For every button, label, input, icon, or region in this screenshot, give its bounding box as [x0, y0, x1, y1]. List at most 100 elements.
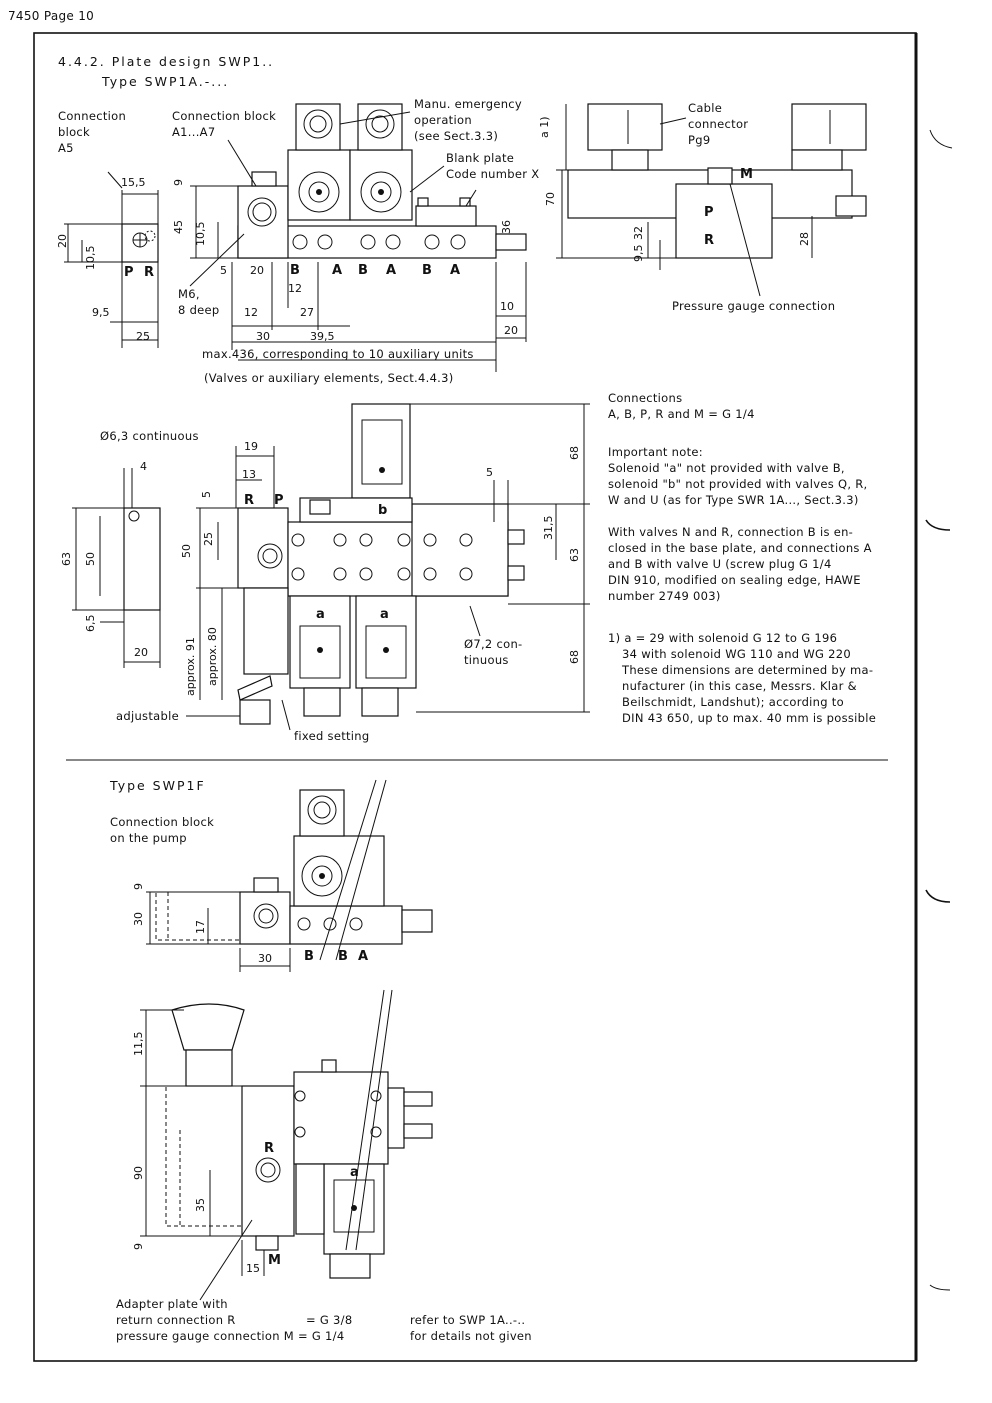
middle-plan-view	[186, 403, 590, 731]
refer-label: refer to SWP 1A..-.. for details not giv…	[410, 1313, 532, 1343]
dim-35: 35	[194, 1198, 207, 1212]
dim-5m: 5	[200, 491, 213, 498]
port-p: P	[124, 265, 134, 280]
dim-approx-91: approx. 91	[184, 637, 197, 696]
port-b3: B	[422, 263, 432, 278]
phi72-label: Ø7,2 con- tinuous	[464, 637, 523, 667]
dim-39-5: 39,5	[310, 330, 335, 343]
solenoid-a-f: a	[350, 1165, 359, 1180]
port-b1: B	[290, 263, 300, 278]
dimension-labels: 15,5 20 10,5 9,5 25 9 45 10,5 5 20 12 12…	[56, 116, 811, 1275]
footnote-body: 34 with solenoid WG 110 and WG 220 These…	[622, 647, 877, 725]
type-f-label: Type SWP1F	[110, 778, 206, 793]
dim-30f: 30	[132, 912, 145, 926]
dim-63: 63	[60, 552, 73, 566]
punch-mark	[929, 1284, 951, 1291]
dim-19: 19	[244, 440, 258, 453]
dim-20: 20	[56, 234, 69, 248]
port-p-side: P	[704, 205, 714, 220]
dim-10-5b: 10,5	[194, 222, 207, 247]
port-r: R	[144, 265, 154, 280]
swp1f-front-view	[146, 779, 433, 972]
dim-25: 25	[136, 330, 150, 343]
dim-30fb: 30	[258, 952, 272, 965]
port-m-f: M	[268, 1253, 281, 1268]
cable-connector-label: Cable connector Pg9	[688, 101, 749, 147]
dim-11-5: 11,5	[132, 1032, 145, 1057]
dim-31-5: 31,5	[542, 516, 555, 541]
dim-9-5b: 9,5	[632, 245, 645, 263]
dim-12b: 12	[244, 306, 258, 319]
port-a2: A	[386, 263, 396, 278]
dim-approx-80: approx. 80	[206, 627, 219, 686]
middle-side-block	[72, 468, 161, 668]
port-r-mid: R	[244, 493, 254, 508]
manu-emergency-label: Manu. emergency operation (see Sect.3.3)	[414, 97, 523, 143]
dim-10-5: 10,5	[84, 246, 97, 271]
dim-15-5: 15,5	[121, 176, 146, 189]
dim-13: 13	[242, 468, 256, 481]
g38-label: = G 3/8	[306, 1313, 353, 1327]
dim-50: 50	[84, 552, 97, 566]
type-a-label: Type SWP1A.-...	[102, 74, 230, 89]
adjustable-label: adjustable	[116, 709, 179, 723]
dim-12: 12	[288, 282, 302, 295]
dim-90: 90	[132, 1166, 145, 1180]
solenoid-b: b	[378, 503, 387, 518]
fixed-setting-label: fixed setting	[294, 729, 370, 743]
swp1f-side-view	[140, 989, 433, 1301]
valves-aux-label: (Valves or auxiliary elements, Sect.4.4.…	[204, 371, 454, 385]
port-p-mid: P	[274, 493, 284, 508]
dim-28: 28	[798, 232, 811, 246]
dim-6-5: 6,5	[84, 615, 97, 633]
dim-68m: 68	[568, 650, 581, 664]
port-labels: P R B A B A B A M P R R P b a a B B A R …	[124, 167, 753, 1268]
dim-10: 10	[500, 300, 514, 313]
dim-32: 32	[632, 226, 645, 240]
dim-4: 4	[140, 460, 147, 473]
valves-nr-note: With valves N and R, connection B is en-…	[608, 525, 872, 603]
blank-plate-label: Blank plate Code number X	[446, 151, 540, 181]
conn-block-a5-label: Connection block A5	[58, 109, 127, 155]
dim-9-5: 9,5	[92, 306, 110, 319]
dim-9f: 9	[132, 883, 145, 890]
conn-pump-label: Connection block on the pump	[110, 815, 215, 845]
conn-block-a17-label: Connection block A1...A7	[172, 109, 277, 139]
page-label: 7450 Page 10	[8, 9, 95, 23]
dim-15: 15	[246, 1262, 260, 1275]
dim-63m: 63	[568, 548, 581, 562]
port-m: M	[740, 167, 753, 182]
dim-5: 5	[220, 264, 227, 277]
port-b-f1: B	[304, 949, 314, 964]
dim-45: 45	[172, 220, 185, 234]
dim-50m: 50	[180, 544, 193, 558]
dim-70: 70	[544, 192, 557, 206]
port-a1: A	[332, 263, 342, 278]
solenoid-a1: a	[316, 607, 325, 622]
dim-25m: 25	[202, 532, 215, 546]
dim-9fb: 9	[132, 1243, 145, 1250]
block-a5-drawing	[64, 171, 159, 348]
dim-20b: 20	[250, 264, 264, 277]
dim-68: 68	[568, 446, 581, 460]
punch-mark	[925, 519, 951, 531]
port-b-f2: B	[338, 949, 348, 964]
connections-note: Connections A, B, P, R and M = G 1/4	[608, 391, 755, 421]
port-r-side: R	[704, 233, 714, 248]
punch-mark	[925, 889, 951, 903]
section-title: 4.4.2. Plate design SWP1..	[58, 54, 275, 69]
dim-36: 36	[500, 220, 513, 234]
max436-label: max.436, corresponding to 10 auxiliary u…	[202, 347, 474, 361]
dim-27: 27	[300, 306, 314, 319]
pressure-gauge-label: Pressure gauge connection	[672, 299, 836, 313]
dim-20m: 20	[134, 646, 148, 659]
port-b2: B	[358, 263, 368, 278]
important-note: Important note: Solenoid "a" not provide…	[608, 445, 868, 507]
port-a-f: A	[358, 949, 368, 964]
dim-5m2: 5	[486, 466, 493, 479]
footnote-head: 1) a = 29 with solenoid G 12 to G 196	[608, 631, 838, 645]
dim-30: 30	[256, 330, 270, 343]
dim-17f: 17	[194, 920, 207, 934]
m6-label: M6, 8 deep	[178, 287, 220, 317]
